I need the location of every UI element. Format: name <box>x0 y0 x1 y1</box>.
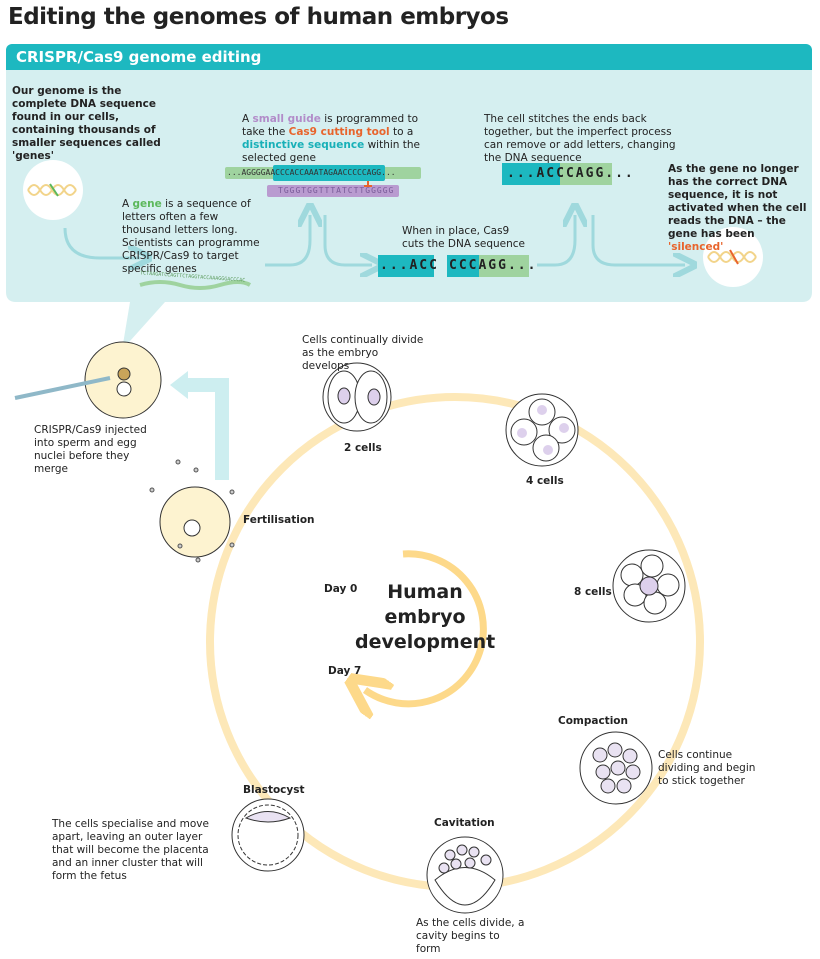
cell-compaction <box>579 731 653 805</box>
flow-arrows <box>63 215 685 265</box>
cut-right-sequence: CCCAGG... <box>449 258 538 273</box>
panel-header-text: CRISPR/Cas9 genome editing <box>16 48 262 66</box>
blastocyst-label: Blastocyst <box>243 784 305 796</box>
cut-left-sequence: ...ACC <box>380 258 439 273</box>
cell-blastocyst <box>231 798 305 872</box>
dna-sequence: ...AGGGGAACCCACCAAATAGAACCCCCAGG... <box>227 168 396 177</box>
center-title: Human embryo development <box>355 581 496 653</box>
compaction-label: Compaction <box>558 715 628 727</box>
fertilisation-arrow <box>185 378 229 480</box>
silenced-dna-icon <box>707 249 757 265</box>
blastocyst-text: The cells specialise and move apart, lea… <box>52 818 209 882</box>
cell-2 <box>322 362 392 432</box>
divide-text: Cells continually divide as the embryo d… <box>302 334 424 372</box>
fertilisation-label: Fertilisation <box>243 514 315 526</box>
gene-text: A gene is a sequence of letters often a … <box>122 198 260 275</box>
label-2-cells: 2 cells <box>344 442 382 454</box>
gene-strand <box>139 280 252 290</box>
genome-text: Our genome is the complete DNA sequence … <box>12 85 161 162</box>
day-7-label: Day 7 <box>328 665 362 677</box>
day-arrow <box>365 550 487 704</box>
guide-sequence: TGGGTGGTTTATCTTGGGGG <box>278 186 395 195</box>
cell-4 <box>505 393 579 467</box>
day-0-label: Day 0 <box>324 583 358 595</box>
injected-text: CRISPR/Cas9 injected into sperm and egg … <box>34 424 147 475</box>
label-4-cells: 4 cells <box>526 475 564 487</box>
cell-8 <box>612 549 686 623</box>
sperm-icons <box>149 459 235 563</box>
injection-needle <box>14 376 111 400</box>
cavitation-text: As the cells divide, a cavity begins to … <box>416 917 525 955</box>
page-title: Editing the genomes of human embryos <box>8 4 509 30</box>
panel-header: CRISPR/Cas9 genome editing <box>6 44 812 70</box>
guide-text: A small guide is programmed to take the … <box>242 113 420 164</box>
cell-cavitation <box>426 836 504 914</box>
stitched-sequence: ...ACCCAGG... <box>507 166 635 181</box>
stitch-text: The cell stitches the ends back together… <box>484 113 676 164</box>
cavitation-label: Cavitation <box>434 817 495 829</box>
compaction-text: Cells continue dividing and begin to sti… <box>658 749 756 787</box>
dna-helix-icon <box>27 183 77 197</box>
label-8-cells: 8 cells <box>574 586 612 598</box>
cut-text: When in place, Cas9 cuts the DNA sequenc… <box>402 225 525 250</box>
panel-body <box>6 70 812 350</box>
silenced-text: As the gene no longer has the correct DN… <box>668 163 807 253</box>
